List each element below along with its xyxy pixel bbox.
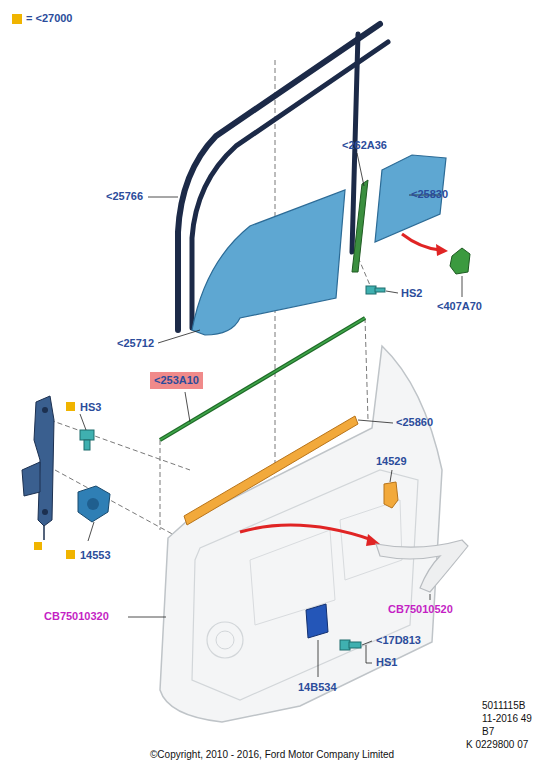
regulator-motor xyxy=(78,486,110,522)
belt-moulding xyxy=(184,416,358,525)
callout-number: <17D813 xyxy=(376,634,421,647)
drawing-date: 11-2016 49 xyxy=(482,712,532,725)
run-channel xyxy=(352,180,368,272)
legend-mark xyxy=(66,550,75,559)
arrow-heads xyxy=(366,244,448,546)
part-number: CB75010320 xyxy=(44,610,109,623)
drawing-code: B7 xyxy=(482,725,494,738)
legend-swatch xyxy=(12,14,22,24)
part-number: CB75010520 xyxy=(388,603,453,616)
callout-number: <407A70 xyxy=(437,300,482,313)
glass-clip xyxy=(450,248,470,274)
callout-number: <25712 xyxy=(117,337,154,350)
detail-arrows xyxy=(240,234,440,540)
bolt-hs3 xyxy=(80,430,94,450)
handle-bracket xyxy=(384,482,398,508)
drawing-code: 5011115B xyxy=(482,699,525,712)
highlighted-callout: <253A10 xyxy=(150,372,203,389)
door-glass xyxy=(192,190,345,335)
callout-number: 14B534 xyxy=(298,681,337,694)
legend-text: = <27000 xyxy=(26,12,73,25)
callout-number: HS3 xyxy=(80,401,101,414)
callout-number: <262A36 xyxy=(342,139,387,152)
window-regulator xyxy=(22,396,54,550)
callout-number: <25766 xyxy=(106,190,143,203)
leader-lines xyxy=(80,153,462,677)
door-shell xyxy=(160,346,442,722)
callout-number: 14553 xyxy=(80,549,111,562)
callout-number: HS2 xyxy=(401,287,422,300)
callout-number: 14529 xyxy=(376,455,407,468)
control-module xyxy=(306,604,328,638)
callout-number: <25830 xyxy=(411,188,448,201)
legend-mark xyxy=(66,402,75,411)
bolt-hs1 xyxy=(340,640,361,650)
drawing-code: K 0229800 07 xyxy=(466,738,528,751)
bolt-hs2 xyxy=(366,286,385,294)
callout-number: HS1 xyxy=(376,656,397,669)
copyright-note: ©Copyright, 2010 - 2016, Ford Motor Comp… xyxy=(150,748,394,761)
callout-number: <253A10 xyxy=(154,374,199,387)
door-handle xyxy=(376,540,468,592)
callout-number: <25860 xyxy=(396,416,433,429)
